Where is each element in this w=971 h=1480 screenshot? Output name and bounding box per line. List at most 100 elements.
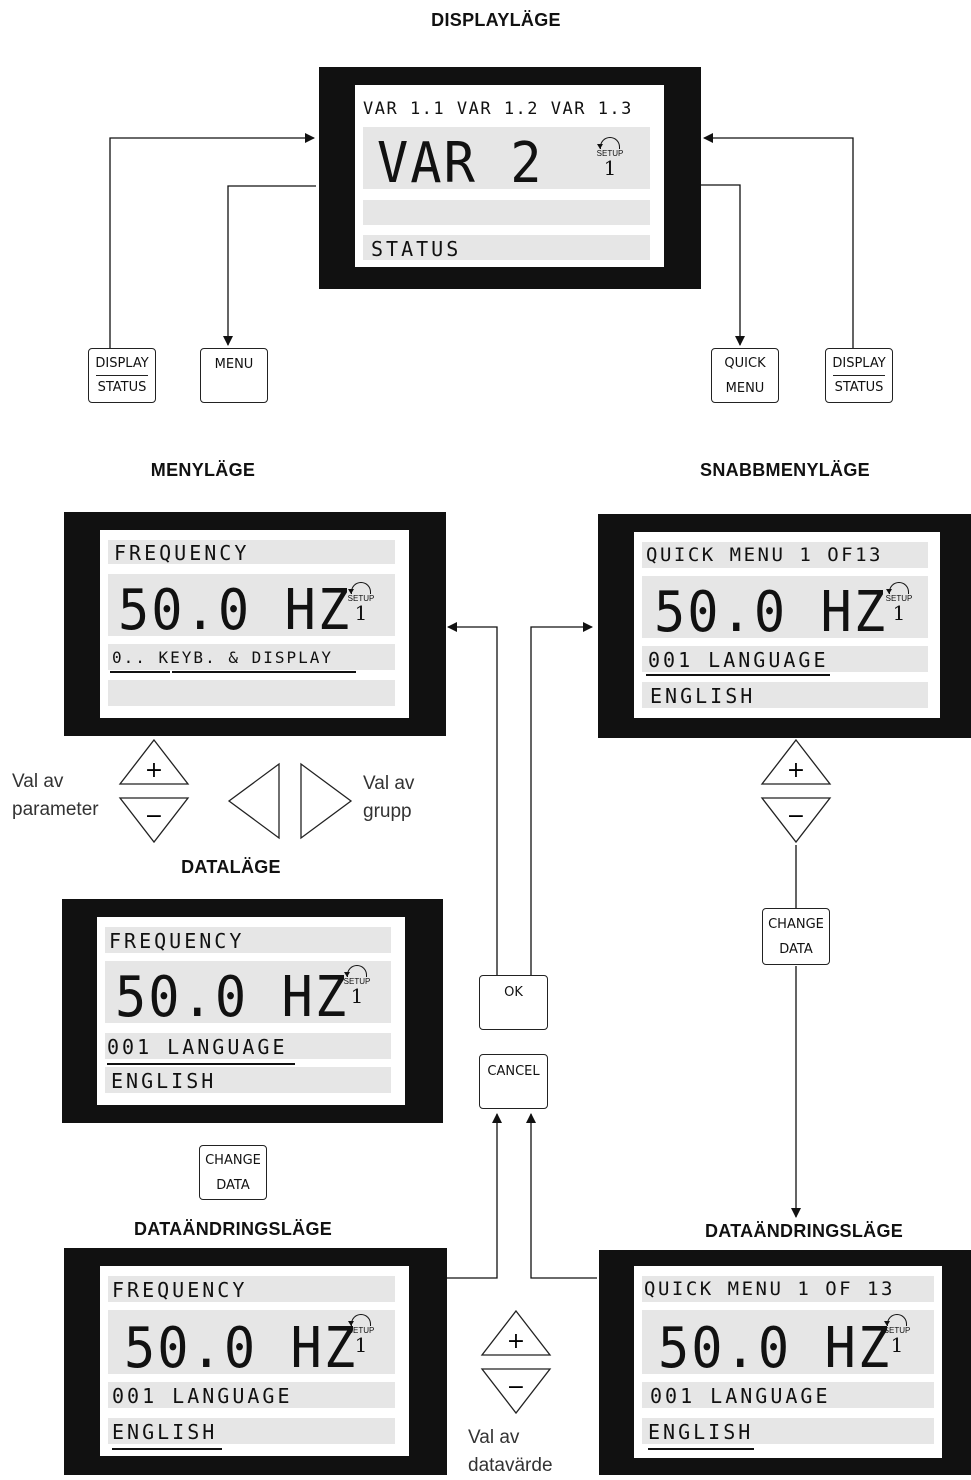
arrow-left-icon[interactable] xyxy=(227,762,280,840)
menu-line4 xyxy=(108,680,395,706)
quick-line1: QUICK MENU 1 OF13 xyxy=(646,544,883,566)
quick-menu-panel: QUICK MENU 1 OF13 50.0 HZ SETUP 1 001 LA… xyxy=(598,514,971,738)
setup-label: SETUP xyxy=(347,594,375,603)
svg-text:−: − xyxy=(507,1375,525,1400)
display-line1: VAR 1.1 VAR 1.2 VAR 1.3 xyxy=(363,99,633,119)
plus-icon[interactable]: + xyxy=(480,1309,552,1356)
label-line: parameter xyxy=(12,799,99,820)
key-label-bottom: MENU xyxy=(725,380,765,396)
quick-menu-button[interactable]: QUICK MENU xyxy=(711,348,779,403)
display-line4: STATUS xyxy=(371,237,462,261)
setup-number: 1 xyxy=(603,156,617,180)
menu-line1: FREQUENCY xyxy=(114,541,250,565)
quick-line3-underline xyxy=(646,674,830,676)
setup-number: 1 xyxy=(890,1333,904,1357)
change-left-line4-strip xyxy=(108,1418,395,1444)
display-status-button-right[interactable]: DISPLAY STATUS xyxy=(825,348,893,403)
setup-label: SETUP xyxy=(885,594,913,603)
setup-label: SETUP xyxy=(347,1326,375,1335)
key-label-top: DISPLAY xyxy=(832,356,886,371)
change-right-line1-strip xyxy=(642,1276,934,1302)
key-label: CANCEL xyxy=(487,1064,540,1079)
svg-text:−: − xyxy=(787,804,805,829)
quick-big-value: 50.0 HZ xyxy=(654,580,888,645)
plus-icon[interactable]: + xyxy=(760,738,832,785)
menu-line1-strip xyxy=(108,540,395,564)
menu-cursor-underline xyxy=(110,671,170,673)
plus-icon[interactable]: + xyxy=(118,738,190,785)
quick-line1-strip xyxy=(642,542,928,568)
cancel-button[interactable]: CANCEL xyxy=(479,1054,548,1109)
setup-number: 1 xyxy=(354,601,368,625)
setup-indicator: SETUP 1 xyxy=(346,582,376,623)
setup-label: SETUP xyxy=(883,1326,911,1335)
minus-icon[interactable]: − xyxy=(760,797,832,844)
heading-display-mode: DISPLAYLÄGE xyxy=(431,10,561,30)
change-right-screen: QUICK MENU 1 OF 13 50.0 HZ SETUP 1 001 L… xyxy=(634,1266,942,1458)
key-label-top: CHANGE xyxy=(205,1152,261,1168)
setup-number: 1 xyxy=(354,1333,368,1357)
setup-indicator: SETUP 1 xyxy=(346,1314,376,1355)
param-select-label: Val av parameter xyxy=(12,768,99,824)
data-line3: 001 LANGUAGE xyxy=(107,1035,288,1059)
setup-arrow-icon xyxy=(348,582,371,594)
change-right-line1: QUICK MENU 1 OF 13 xyxy=(644,1278,895,1300)
label-line: Val av xyxy=(363,773,415,794)
key-label-bottom: STATUS xyxy=(834,380,884,395)
quick-line3: 001 LANGUAGE xyxy=(648,648,829,672)
change-data-button-right[interactable]: CHANGE DATA xyxy=(762,908,830,965)
ok-button[interactable]: OK xyxy=(479,975,548,1030)
display-line4-strip xyxy=(363,235,650,260)
minus-icon[interactable]: − xyxy=(480,1368,552,1415)
data-panel: FREQUENCY 50.0 HZ SETUP 1 001 LANGUAGE E… xyxy=(62,899,443,1123)
menu-button[interactable]: MENU xyxy=(200,348,268,403)
data-big-value: 50.0 HZ xyxy=(115,965,349,1030)
data-screen: FREQUENCY 50.0 HZ SETUP 1 001 LANGUAGE E… xyxy=(97,917,405,1105)
data-line3-underline xyxy=(107,1063,295,1065)
minus-icon[interactable]: − xyxy=(118,797,190,844)
key-label-bottom: DATA xyxy=(779,941,813,957)
change-right-big-value: 50.0 HZ xyxy=(658,1316,892,1381)
menu-screen: FREQUENCY 50.0 HZ SETUP 1 0.. KEYB. & DI… xyxy=(100,530,409,718)
menu-line3: 0.. KEYB. & DISPLAY xyxy=(112,648,334,667)
change-right-line4: ENGLISH xyxy=(648,1420,754,1444)
heading-data-change-left: DATAÄNDRINGSLÄGE xyxy=(133,1219,333,1239)
value-plus-minus-keys[interactable]: + − xyxy=(480,1309,552,1415)
group-arrow-keys[interactable] xyxy=(227,762,353,840)
change-left-line1: FREQUENCY xyxy=(112,1278,248,1302)
key-label: MENU xyxy=(214,357,254,372)
display-screen: VAR 1.1 VAR 1.2 VAR 1.3 VAR 2 SETUP 1 ST… xyxy=(355,85,664,267)
change-left-line3: 001 LANGUAGE xyxy=(112,1384,293,1408)
group-select-label: Val av grupp xyxy=(363,770,414,826)
setup-number: 1 xyxy=(892,601,906,625)
quick-line3-strip xyxy=(642,646,928,672)
change-right-line3-strip xyxy=(642,1382,934,1408)
label-line: grupp xyxy=(363,801,412,822)
setup-label: SETUP xyxy=(596,149,624,158)
data-line1: FREQUENCY xyxy=(109,929,245,953)
svg-text:−: − xyxy=(145,804,163,829)
change-left-screen: FREQUENCY 50.0 HZ SETUP 1 001 LANGUAGE E… xyxy=(100,1266,409,1456)
setup-indicator: SETUP 1 xyxy=(595,137,625,178)
quick-plus-minus-keys[interactable]: + − xyxy=(760,738,832,846)
display-status-button-left[interactable]: DISPLAY STATUS xyxy=(88,348,156,403)
data-line3-strip xyxy=(105,1033,391,1059)
display-big-strip xyxy=(363,127,650,189)
setup-arrow-icon xyxy=(597,137,620,149)
change-left-line3-strip xyxy=(108,1382,395,1408)
menu-big-strip xyxy=(108,574,395,636)
key-label-top: QUICK xyxy=(724,355,766,371)
menu-plus-minus-keys[interactable]: + − xyxy=(118,738,190,846)
change-data-button-left[interactable]: CHANGE DATA xyxy=(199,1145,267,1200)
heading-data-change-right: DATAÄNDRINGSLÄGE xyxy=(704,1221,904,1241)
svg-text:+: + xyxy=(787,758,805,783)
key-label-bottom: STATUS xyxy=(97,380,147,395)
data-big-strip xyxy=(105,961,391,1023)
key-label: OK xyxy=(504,985,523,1000)
arrow-right-icon[interactable] xyxy=(300,762,353,840)
setup-indicator: SETUP 1 xyxy=(884,582,914,623)
setup-arrow-icon xyxy=(886,582,909,594)
key-divider xyxy=(832,375,886,376)
change-left-line4: ENGLISH xyxy=(112,1420,218,1444)
setup-arrow-icon xyxy=(344,965,367,977)
